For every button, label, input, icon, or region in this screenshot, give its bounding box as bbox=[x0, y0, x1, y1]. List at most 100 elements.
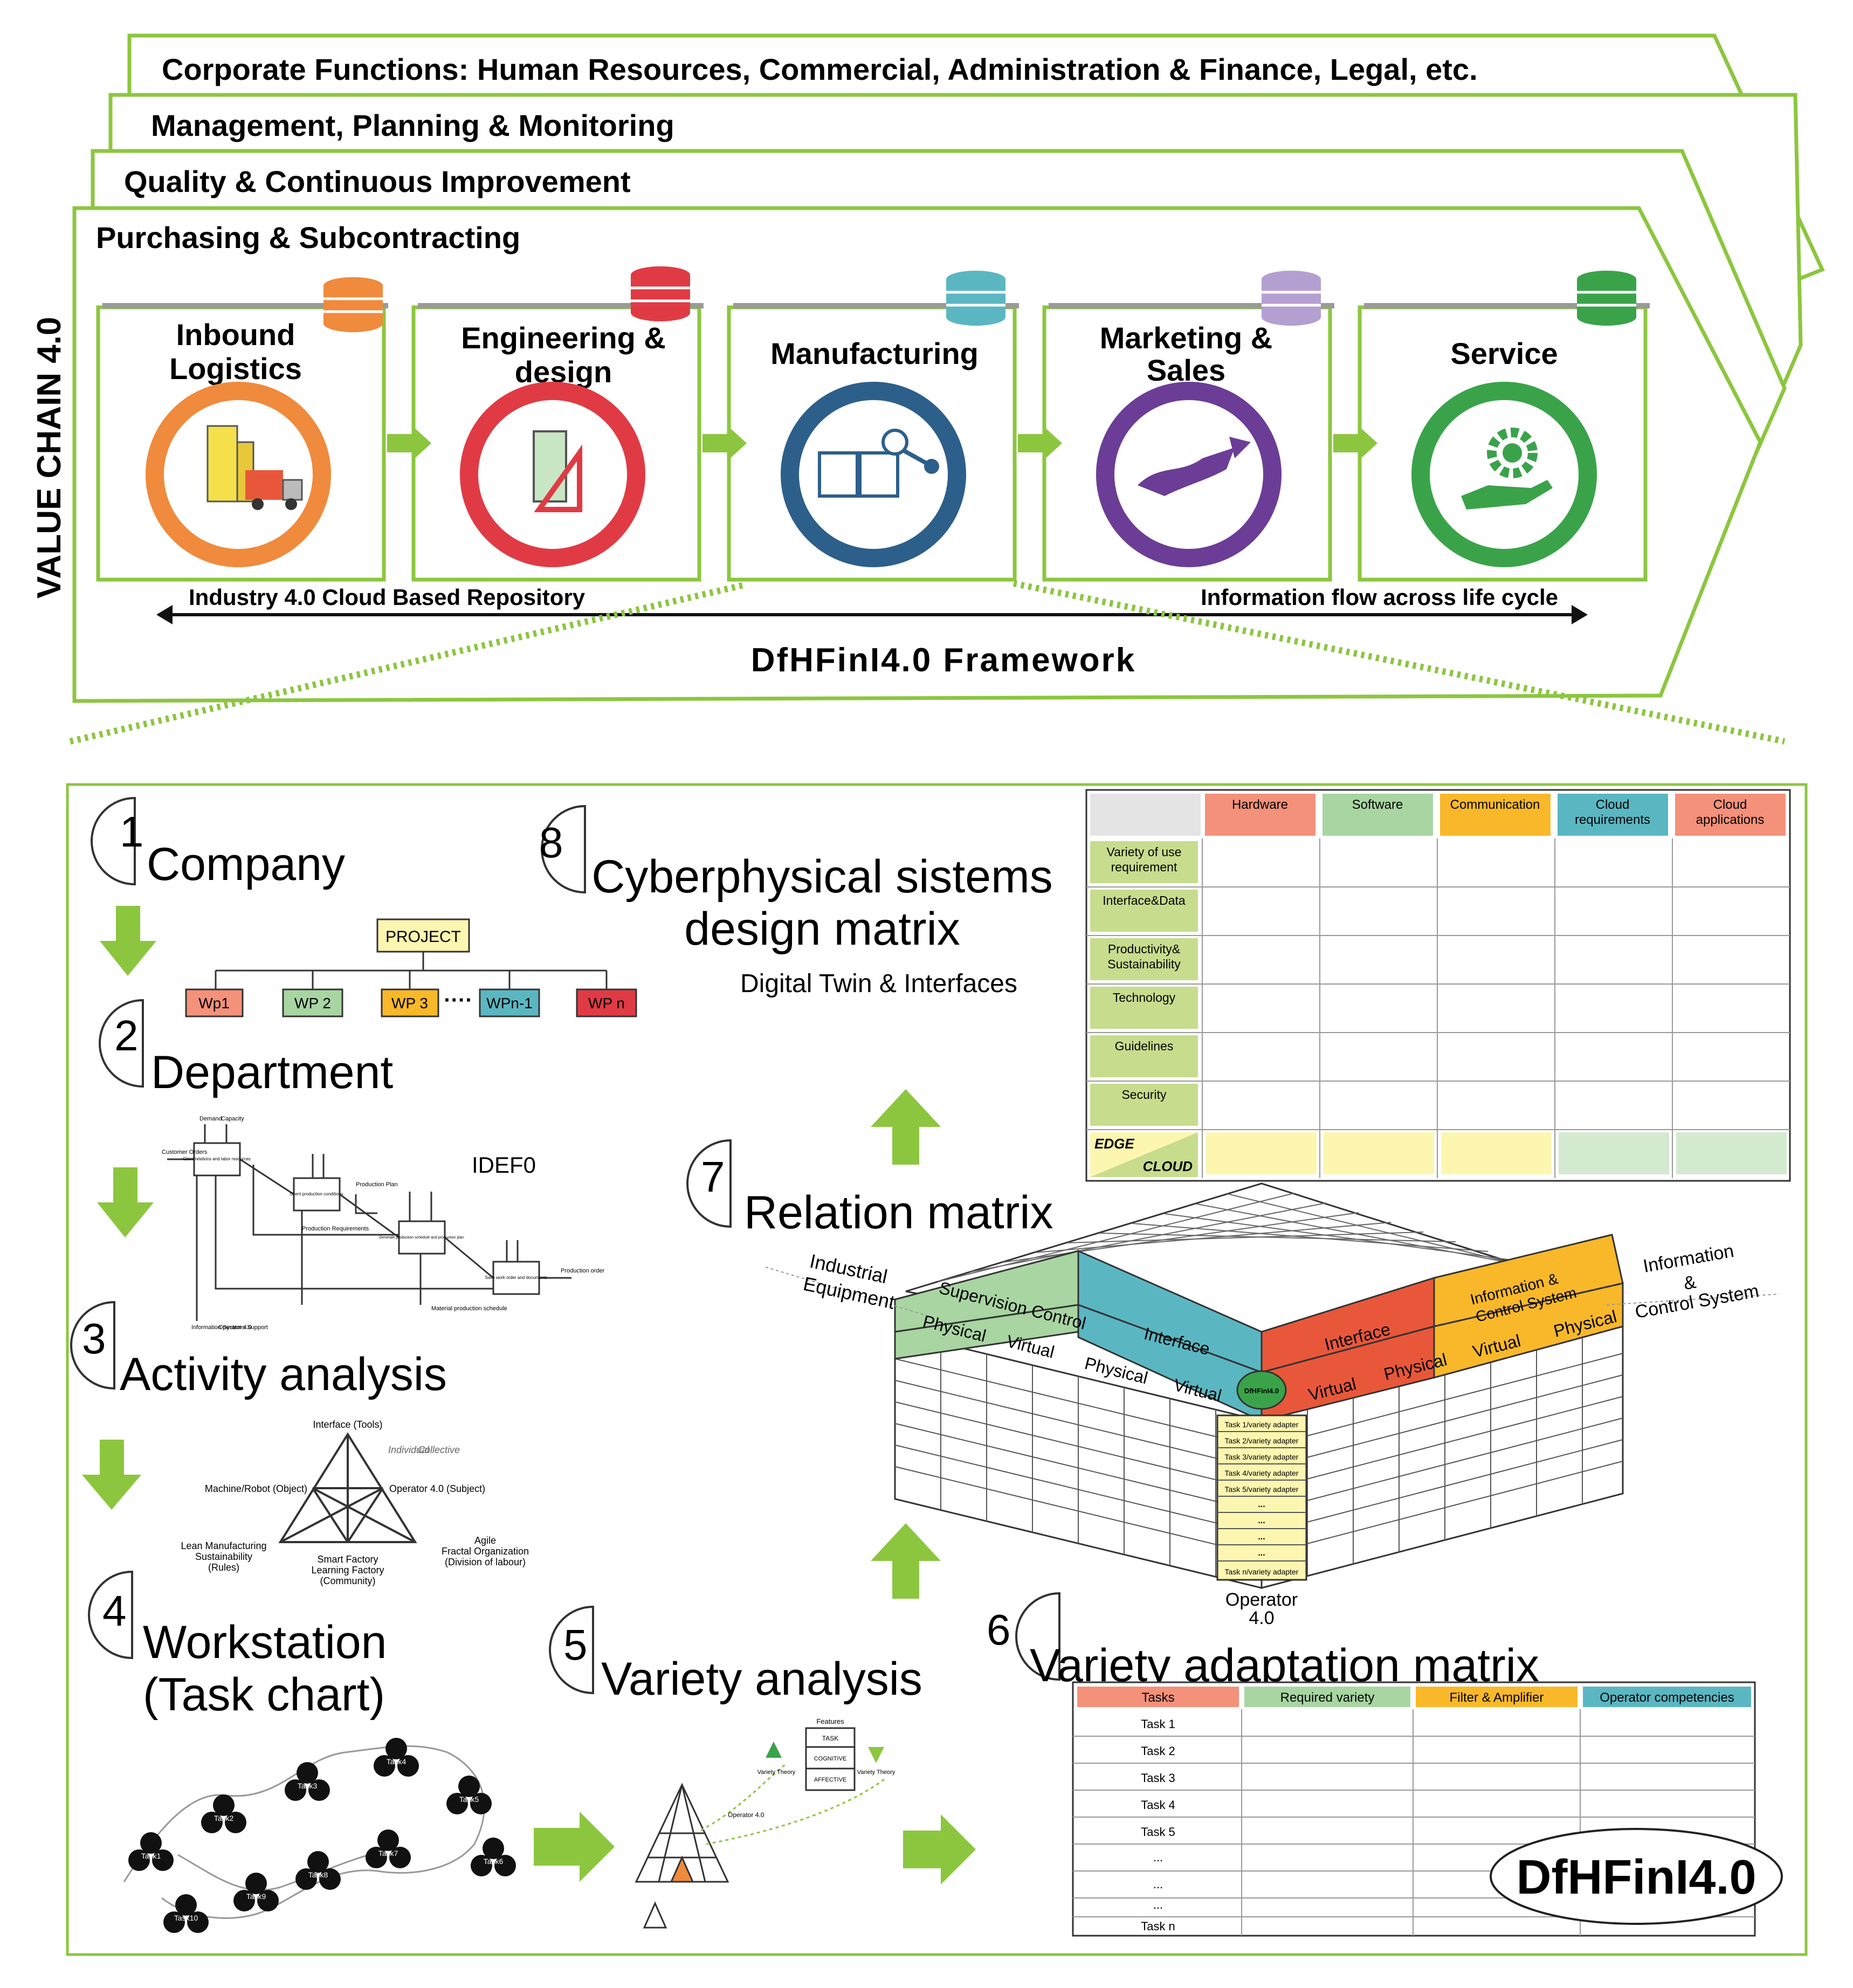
idef0-input: Capacity bbox=[221, 1116, 244, 1122]
operator-label: 4.0 bbox=[1249, 1608, 1274, 1628]
step-number: 1 bbox=[120, 808, 144, 856]
step-relation-matrix: 7 Relation matrix bbox=[686, 1139, 1053, 1239]
step-label: (Task chart) bbox=[143, 1669, 385, 1721]
layer-label-quality: Quality & Continuous Improvement bbox=[124, 164, 631, 198]
step-sublabel: Digital Twin & Interfaces bbox=[740, 969, 1017, 998]
step-label: Activity analysis bbox=[120, 1349, 447, 1400]
matrix-row-label: ... bbox=[1153, 1851, 1163, 1864]
database-icon bbox=[323, 277, 383, 332]
relation-task-row: Task 5/variety adapter bbox=[1225, 1485, 1299, 1494]
activity-label: (Community) bbox=[320, 1576, 375, 1586]
relation-matrix: Task 1/variety adapter Task 2/variety ad… bbox=[765, 1182, 1780, 1628]
activity-label: Operator 4.0 (Subject) bbox=[389, 1483, 485, 1494]
info-flow-label: Information flow across life cycle bbox=[1201, 584, 1558, 610]
activity-label: Lean Manufacturing bbox=[181, 1540, 266, 1551]
matrix-row-label: Task 5 bbox=[1141, 1825, 1175, 1839]
idef0-note: Material production schedule bbox=[431, 1305, 507, 1312]
step-activity-analysis: 3 Activity analysis bbox=[70, 1301, 447, 1400]
relation-task-row: Task 2/variety adapter bbox=[1225, 1436, 1299, 1445]
stage-service: Service bbox=[1358, 271, 1650, 582]
cps-row-label: Sustainability bbox=[1107, 957, 1181, 971]
activity-theory-labels: Interface (Tools) Individual Collective … bbox=[181, 1419, 529, 1586]
idef0-box: Save work order and documents bbox=[485, 1275, 547, 1280]
step-workstation: 4 Workstation (Task chart) bbox=[88, 1570, 387, 1721]
idef0-note: Operator 4.0 bbox=[218, 1324, 252, 1331]
idef0-note: Production Plan bbox=[356, 1181, 398, 1188]
matrix-column-header: Tasks bbox=[1141, 1690, 1174, 1705]
task-node: Task6 bbox=[471, 1838, 516, 1876]
step-number: 4 bbox=[102, 1587, 127, 1635]
activity-theory-diagram bbox=[278, 1432, 417, 1543]
idef0-notes: Demand Capacity Client relations and lab… bbox=[162, 1116, 605, 1331]
stage-title: Service bbox=[1450, 336, 1558, 370]
relation-task-row: ... bbox=[1258, 1549, 1265, 1558]
task-label: Task2 bbox=[214, 1814, 234, 1822]
robot-machine-icon bbox=[818, 429, 939, 498]
relation-task-row: Task 1/variety adapter bbox=[1225, 1420, 1299, 1429]
task-node: Task4 bbox=[374, 1738, 419, 1777]
matrix-row-label: Task 2 bbox=[1141, 1744, 1175, 1758]
flow-arrow-icon bbox=[1018, 426, 1062, 460]
step-number: 3 bbox=[82, 1315, 106, 1363]
variety-label: Variety Theory bbox=[857, 1769, 895, 1776]
relation-task-row: Task n/variety adapter bbox=[1225, 1567, 1299, 1576]
idef0-box: Client production conditions bbox=[290, 1192, 343, 1196]
task-node: Task9 bbox=[233, 1873, 279, 1911]
task-node: Task3 bbox=[285, 1762, 330, 1801]
stage-marketing-sales: Marketing & Sales bbox=[1042, 271, 1334, 582]
work-package: WP n bbox=[588, 995, 625, 1012]
edge-label: EDGE bbox=[1094, 1136, 1134, 1152]
framework-label: DfHFinI4.0 Framework bbox=[751, 642, 1136, 679]
stage-manufacturing: Manufacturing bbox=[727, 271, 1019, 582]
cps-column-header: Cloud bbox=[1596, 797, 1630, 812]
activity-label: Smart Factory bbox=[317, 1554, 378, 1565]
step-label: Department bbox=[151, 1047, 393, 1098]
project-tree: PROJECT Wp1 WP 2 WP 3 WPn-1 WP n ···· bbox=[185, 918, 637, 1017]
matrix-row-label: Task 1 bbox=[1141, 1717, 1175, 1731]
flow-arrow-icon bbox=[702, 426, 747, 460]
task-node: Task8 bbox=[295, 1851, 341, 1890]
cloud-label: CLOUD bbox=[1143, 1158, 1193, 1174]
relation-task-row: ... bbox=[1258, 1516, 1265, 1525]
idef0-note: Production order bbox=[561, 1268, 605, 1274]
activity-label: Individual bbox=[388, 1444, 430, 1455]
handshake-growth-icon bbox=[1138, 437, 1251, 496]
task-label: Task10 bbox=[174, 1914, 198, 1922]
stage-title: Sales bbox=[1147, 353, 1225, 387]
cps-row-label: Security bbox=[1121, 1088, 1167, 1102]
stage-title: Engineering & bbox=[461, 321, 666, 355]
cps-row-label: Productivity& bbox=[1108, 942, 1180, 956]
cps-column-header: Software bbox=[1352, 797, 1403, 812]
relation-center-badge: DfHFinI4.0 bbox=[1244, 1387, 1279, 1395]
step-label: Workstation bbox=[143, 1616, 387, 1668]
relation-task-row: ... bbox=[1258, 1500, 1265, 1509]
value-chain-stages: Inbound Logistics Engineering & design bbox=[96, 266, 1650, 679]
cps-row-label: Guidelines bbox=[1115, 1039, 1174, 1053]
idef0-label: IDEF0 bbox=[472, 1152, 536, 1178]
step-label: Relation matrix bbox=[744, 1187, 1053, 1239]
stage-engineering-design: Engineering & design bbox=[411, 266, 704, 582]
step-number: 7 bbox=[701, 1153, 725, 1201]
activity-label: Agile bbox=[474, 1535, 496, 1546]
task-node: Task2 bbox=[201, 1794, 246, 1833]
task-label: Task6 bbox=[484, 1857, 504, 1866]
task-node: Task10 bbox=[163, 1894, 209, 1933]
stage-title: Inbound bbox=[176, 318, 295, 352]
variety-label: AFFECTIVE bbox=[814, 1777, 847, 1783]
down-arrow-icon bbox=[100, 906, 156, 976]
stage-title: Logistics bbox=[169, 352, 302, 386]
cps-row-label: Variety of use bbox=[1107, 845, 1182, 859]
step-department: 2 Department bbox=[99, 999, 393, 1098]
hand-gear-icon bbox=[1461, 428, 1553, 510]
layer-label-corporate: Corporate Functions: Human Resources, Co… bbox=[162, 52, 1478, 86]
matrix-column-header: Filter & Amplifier bbox=[1450, 1690, 1544, 1705]
package-ellipsis: ···· bbox=[444, 988, 472, 1012]
step-company: 1 Company bbox=[91, 796, 345, 890]
flow-arrow-icon bbox=[1333, 426, 1377, 460]
step-variety-analysis: 5 Variety analysis bbox=[549, 1605, 922, 1705]
stage-inbound-logistics: Inbound Logistics bbox=[96, 277, 388, 582]
relation-task-row: Task 3/variety adapter bbox=[1225, 1453, 1299, 1461]
idef0-note: Production Requirements bbox=[302, 1226, 369, 1232]
activity-label: Sustainability bbox=[195, 1551, 252, 1562]
down-arrow-icon bbox=[82, 1440, 141, 1510]
